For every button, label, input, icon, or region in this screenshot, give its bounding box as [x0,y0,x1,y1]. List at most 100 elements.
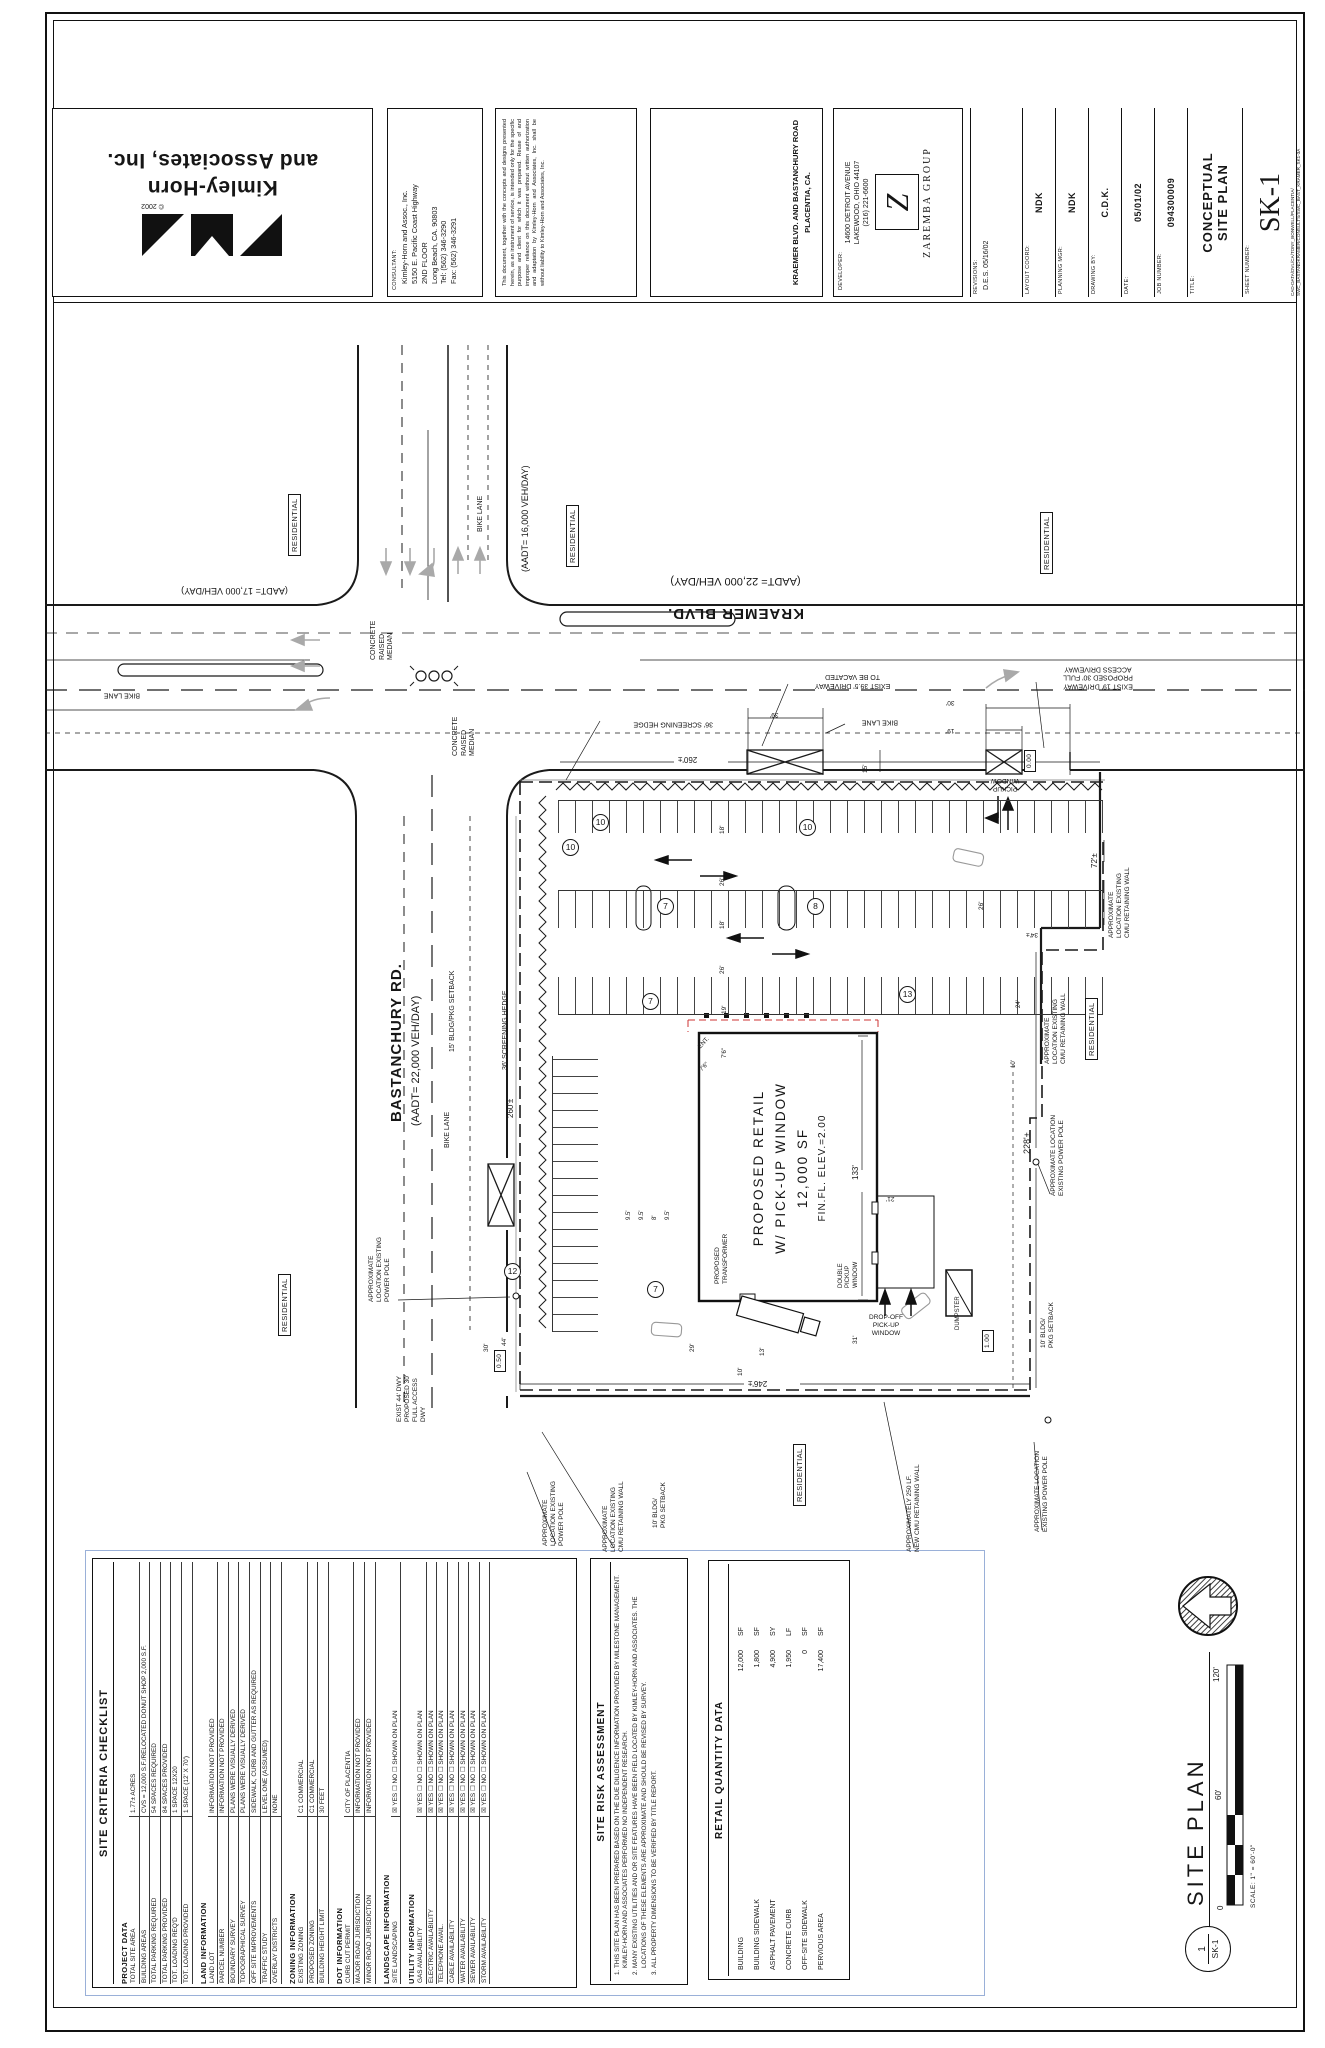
dim-26: 26' [978,901,985,910]
project-line1: KRAEMER BLVD. AND BASTANCHURY ROAD [791,119,800,286]
building-footprint [697,1031,935,1306]
kimley-horn-logo-icon [142,213,283,256]
traffic-signal-icon [409,665,459,687]
setback-10-label: 10' BLDG/ PKG SETBACK [652,1482,667,1528]
quantity-unit: SF [754,1627,761,1636]
quantity-label: OFF-SITE SIDEWALK [802,1900,809,1970]
section-rows: SITE LANDSCAPING☒ YES ☐ NO ☐ SHOWN ON PL… [390,1562,402,1984]
dim-29: 29' [689,1343,696,1352]
section-rows: GAS AVAILABILITY ☒ YES ☐ NO ☐ SHOWN ON PL… [416,1562,491,1984]
dim-9-5: 9.5' [639,1210,645,1221]
quantity-value: 17,400 [818,1650,825,1672]
parking-count: 10 [562,839,579,856]
field-label: DRAWING BY: [1091,254,1097,294]
firm-name-line2: and Associates, Inc. [106,149,319,173]
disclaimer-text: This document, together with the concept… [502,119,546,286]
checklist-row: CABLE AVAILABILITY☒ YES ☐ NO ☐ SHOWN ON … [448,1562,459,1984]
dim-18: 18' [719,920,726,929]
row-label: TOT. LOADING REQ'D [171,1816,182,1984]
parking-count: 7 [657,898,674,915]
quantity-label: BUILDING SIDEWALK [754,1899,761,1970]
spot-elev-1-00: 1.00 [982,1329,994,1352]
bastanchury-aadt: (AADT= 22,000 VEH/DAY) [410,995,422,1126]
power-pole-icons [512,1158,1052,1424]
title-row: TITLE: CONCEPTUAL SITE PLAN [1188,108,1243,297]
dim-10: 10' [737,1367,744,1376]
developer-phone: (216) 221-6600 [863,178,871,227]
checklist-title: SITE CRITERIA CHECKLIST [95,1562,114,1984]
consultant-line: Fax: (562) 346-3291 [449,217,459,284]
bike-lane-label: BIKE LANE [861,718,898,726]
section-heading: LAND INFORMATION [198,1902,208,1984]
file-path-line2: SWC_BASTANDKRAMER/CONSULTS/SWC_BAST_KRAM… [1295,148,1301,296]
parking-count: 10 [592,814,609,831]
screening-hedge-label: 36' SCREENING HEDGE [633,720,713,728]
setback-15-label: 15' BLDG/PKG SETBACK [449,970,456,1052]
retail-row: BUILDING SIDEWALK 1,800 SF [754,1564,761,1976]
row-label: OVERLAY DISTRICTS [271,1816,281,1984]
quantity-unit: SF [738,1627,745,1636]
row-label: WATER AVAILABILITY [458,1816,469,1984]
retail-quantity-data: RETAIL QUANTITY DATA BUILDING 12,000 SF … [708,1560,850,1980]
copyright: © 2002 [141,201,164,209]
dim-9-5: 9.5' [626,1210,632,1221]
quantity-unit: SF [818,1627,825,1636]
developer-address2: LAKEWOOD, OHIO 44107 [854,160,862,245]
sheet-number: SK-1 [1255,172,1286,233]
row-value: INFORMATION NOT PROVIDED [365,1718,373,1813]
sheet-inner-border [53,20,1297,2008]
field-value: 094300009 [1166,177,1176,228]
screening-hedge-label: 36' SCREENING HEDGE [502,990,509,1070]
parking-count: 7 [642,993,659,1010]
info-field-row: DATE: 05/01/02 [1122,108,1155,297]
quantity-value: 1,950 [786,1650,793,1668]
field-value: NDK [1034,192,1044,213]
dim-19: 19' [721,1005,728,1014]
spot-elev-0-00: 0.00 [1024,749,1036,772]
row-label: GAS AVAILABILITY [416,1816,426,1984]
power-pole-label: APPROXIMATE LOCATION EXISTING POWER POLE [368,1237,391,1302]
disclaimer-block: This document, together with the concept… [495,108,637,297]
sheet-title-line2: SITE PLAN [1215,164,1230,241]
row-value: ☒ YES ☐ NO ☐ SHOWN ON PLAN [449,1710,457,1813]
checklist-row: WATER AVAILABILITY☒ YES ☐ NO ☐ SHOWN ON … [458,1562,470,1984]
consultant-line: Tel: (562) 346-3290 [439,220,449,284]
section-heading: PROJECT DATA [120,1921,129,1984]
row-value: LEVEL ONE (ASSUMED) [261,1740,269,1813]
revisions-label: REVISIONS: [973,259,979,294]
aadt-west-label: (AADT= 17,000 VEH/DAY) [181,585,288,596]
quantity-unit: SY [770,1626,777,1636]
leader-lines [397,681,1051,1549]
consultant-line: Kimley-Horn and Assoc., Inc. [400,190,409,284]
row-value: C1 COMMERCIAL [308,1759,316,1813]
building-label: PROPOSED RETAIL W/ PICK-UP WINDOW 12,000… [703,1040,873,1296]
row-label: TRAFFIC STUDY [260,1816,271,1984]
row-label: OFF SITE IMPROVEMENTS [250,1816,260,1984]
field-label: JOB NUMBER: [1157,253,1163,294]
dim-18: 18' [719,825,726,834]
sheet-info-block: REVISIONS: D.E.S. 05/16/02 LAYOUT COORD:… [970,108,1305,297]
parking-count: 10 [799,819,816,836]
bastanchury-name: BASTANCHURY RD. [388,963,405,1122]
row-value: ☒ YES ☐ NO ☐ SHOWN ON PLAN [391,1710,399,1813]
info-field-row: JOB NUMBER: 094300009 [1155,108,1188,297]
consultant-label: CONSULTANT: [392,249,398,290]
row-value: 84 SPACES PROVIDED [161,1743,169,1814]
retaining-walls [520,772,1102,1398]
power-pole-label: APPROXIMATE LOCATION EXISTING POWER POLE [1050,1114,1065,1196]
risk-title: SITE RISK ASSESSMENT [593,1562,611,1981]
info-fields: LAYOUT COORD: NDK PLANNING MGR: NDK DRAW… [1023,108,1188,297]
row-value: ☒ YES ☐ NO ☐ SHOWN ON PLAN [470,1710,478,1813]
dropoff-window-label: DROP-OFF PICK-UP WINDOW [869,1314,903,1337]
file-path: CAD-DATA/DVL/CA/TONY_BONWELL/PLACENTIA/ … [1290,91,1302,296]
kimley-horn-logo-block: © 2002 Kimley-Horn and Associates, Inc. [52,108,373,297]
parking-row-west [552,1056,598,1332]
quantity-value: 4,900 [770,1650,777,1668]
row-label: LAND LOT [207,1816,218,1984]
dim-39: 39' [770,710,779,718]
row-label: TOTAL PARKING PROVIDED [160,1816,171,1984]
